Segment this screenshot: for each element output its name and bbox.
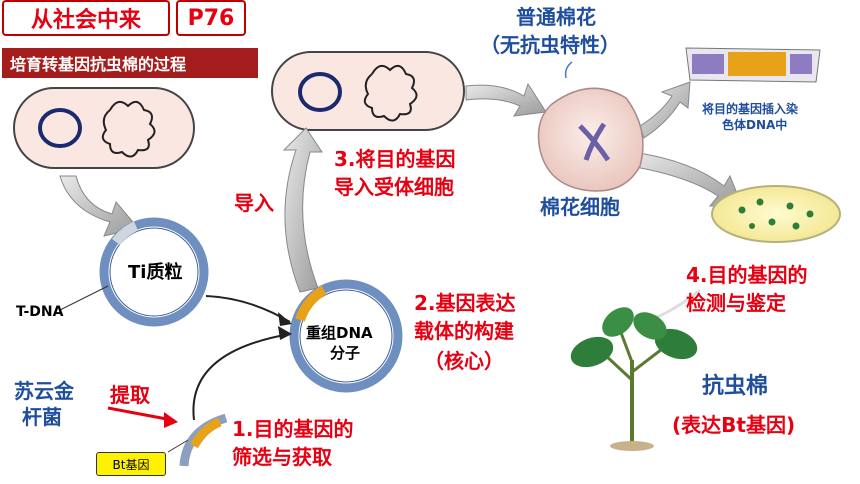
- extract-arrow-icon: [107, 406, 178, 428]
- bacterium-label-line2: 杆菌: [22, 405, 62, 429]
- step2-line1: 2.基因表达: [414, 291, 516, 315]
- cotton-plant-icon: [570, 307, 698, 451]
- arrow-bt-to-recombinant: [192, 333, 291, 421]
- step3-line1: 3.将目的基因: [334, 147, 456, 171]
- step4-line2: 检测与鉴定: [686, 291, 786, 315]
- step4-line1: 4.目的基因的: [686, 263, 808, 287]
- small-pointer-arrow: [564, 61, 573, 79]
- insert-note-line1: 将目的基因插入染: [702, 102, 799, 116]
- page-reference: P76: [176, 0, 246, 36]
- t-dna-label: T-DNA: [16, 304, 64, 320]
- arrow-cell-to-chromosome: [639, 81, 691, 139]
- chromosome-dna-icon: [685, 47, 821, 83]
- step2-line3: （核心）: [424, 349, 504, 373]
- arrow-up-to-bacterium: [282, 127, 323, 293]
- normal-cotton-note: （无抗虫特性）: [480, 33, 620, 57]
- petri-dish-icon: [711, 185, 841, 243]
- normal-cotton-label: 普通棉花: [516, 5, 596, 29]
- recombinant-label-line2: 分子: [330, 344, 361, 362]
- agrobacterium-cell-icon: [13, 87, 195, 169]
- step3-line2: 导入受体细胞: [334, 175, 454, 199]
- arrow-ti-to-recombinant: [205, 295, 291, 323]
- bacterium-label-line1: 苏云金: [14, 379, 74, 403]
- import-label: 导入: [234, 191, 274, 215]
- insert-note-line2: 色体DNA中: [722, 118, 788, 132]
- extract-label: 提取: [110, 383, 150, 407]
- bt-gene-tag: Bt基因: [96, 452, 166, 476]
- recipient-bacterium-icon: [271, 51, 465, 131]
- recombinant-label-line1: 重组DNA: [306, 324, 373, 342]
- ti-plasmid-label: Ti质粒: [128, 262, 183, 283]
- cotton-cell-icon: [537, 87, 644, 192]
- step1-line1: 1.目的基因的: [232, 417, 354, 441]
- resistant-cotton-label: 抗虫棉: [702, 374, 769, 399]
- step1-line2: 筛选与获取: [232, 445, 332, 469]
- arrow-bacterium-to-cotton: [465, 82, 547, 117]
- ti-plasmid-icon: [59, 217, 209, 327]
- page-title: 从社会中来: [2, 0, 170, 36]
- subtitle-banner: 培育转基因抗虫棉的过程: [2, 48, 258, 78]
- resistant-cotton-note: (表达Bt基因): [672, 413, 796, 437]
- bt-gene-fragment-icon: [167, 413, 228, 467]
- step2-line2: 载体的构建: [414, 319, 514, 343]
- cotton-cell-label: 棉花细胞: [540, 195, 620, 219]
- recombinant-plasmid-icon: [289, 279, 403, 393]
